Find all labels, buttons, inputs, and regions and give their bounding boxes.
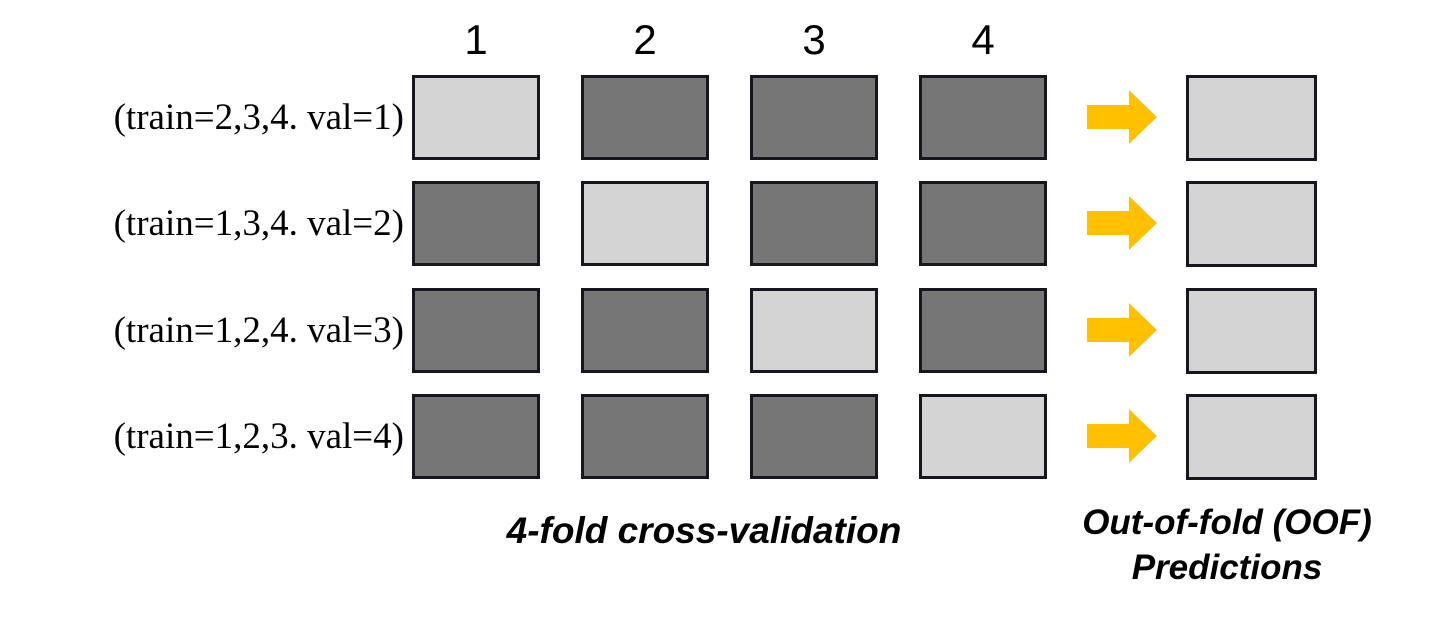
oof-prediction-box-3	[1186, 288, 1317, 374]
caption-oof-line-1: Out-of-fold (OOF)	[1082, 503, 1372, 542]
row-label-fold-3: (train=1,2,4. val=3)	[113, 309, 404, 351]
fold-cell-r4c1	[412, 394, 540, 479]
fold-cell-r4c4	[919, 394, 1047, 479]
column-header-3: 3	[802, 16, 826, 63]
fold-cell-r1c1	[412, 75, 540, 160]
oof-prediction-box-1	[1186, 75, 1317, 161]
fold-cell-r1c2	[581, 75, 709, 160]
fold-cell-r1c3	[750, 75, 878, 160]
column-header-2: 2	[633, 16, 657, 63]
row-label-fold-2: (train=1,3,4. val=2)	[113, 202, 404, 244]
right-arrow-icon-row-4	[1087, 408, 1157, 464]
right-arrow-icon-row-1	[1087, 89, 1157, 145]
caption-oof-predictions: Out-of-fold (OOF) Predictions	[1062, 500, 1392, 590]
caption-cross-validation: 4-fold cross-validation	[506, 510, 902, 551]
fold-cell-r2c4	[919, 181, 1047, 266]
oof-prediction-box-2	[1186, 181, 1317, 267]
caption-oof-line-2: Predictions	[1131, 548, 1323, 587]
oof-prediction-box-4	[1186, 394, 1317, 480]
column-header-4: 4	[971, 16, 995, 63]
fold-cell-r4c3	[750, 394, 878, 479]
right-arrow-icon-row-3	[1087, 302, 1157, 358]
fold-cell-r3c4	[919, 288, 1047, 373]
fold-cell-r2c1	[412, 181, 540, 266]
fold-cell-r3c1	[412, 288, 540, 373]
fold-cell-r4c2	[581, 394, 709, 479]
fold-cell-r3c2	[581, 288, 709, 373]
column-header-1: 1	[464, 16, 488, 63]
fold-cell-r1c4	[919, 75, 1047, 160]
row-label-fold-1: (train=2,3,4. val=1)	[113, 96, 404, 138]
fold-cell-r2c3	[750, 181, 878, 266]
row-label-fold-4: (train=1,2,3. val=4)	[113, 415, 404, 457]
fold-cell-r2c2	[581, 181, 709, 266]
right-arrow-icon-row-2	[1087, 195, 1157, 251]
fold-cell-r3c3	[750, 288, 878, 373]
